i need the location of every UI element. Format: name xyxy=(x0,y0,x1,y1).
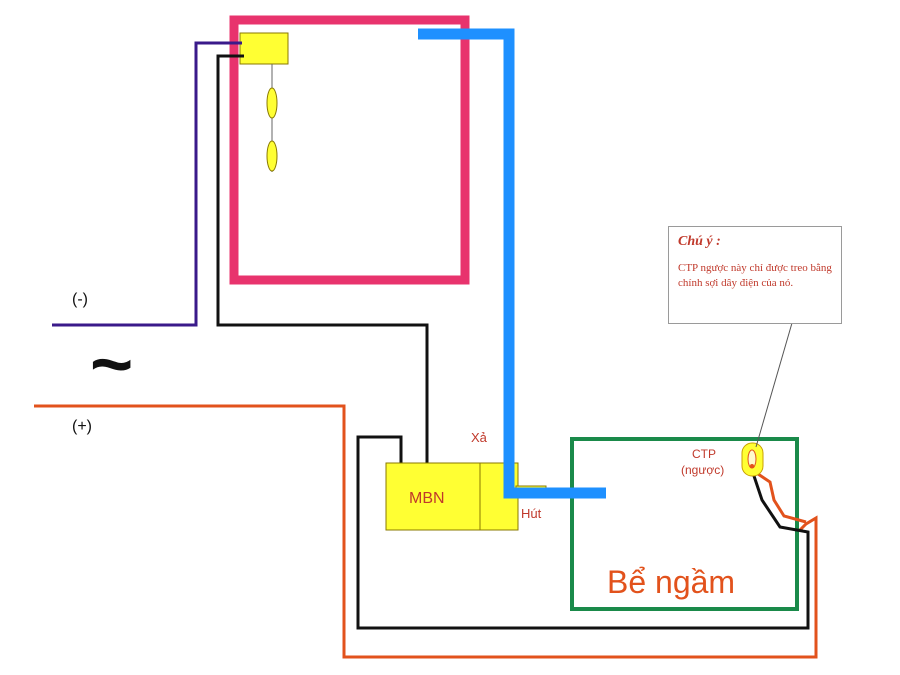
sensor-red-wire xyxy=(751,468,807,524)
ac-symbol: ~ xyxy=(90,322,134,405)
positive-label: (+) xyxy=(72,418,92,435)
float-to-pump-wire xyxy=(216,54,429,473)
positive-wire xyxy=(34,404,818,659)
pump-motor xyxy=(385,462,483,531)
underground-tank xyxy=(570,437,799,611)
roof-tank xyxy=(229,15,470,285)
float-upper xyxy=(266,87,278,119)
sensor-contact xyxy=(750,464,754,468)
water-pipe xyxy=(418,28,606,499)
float-lower xyxy=(266,140,278,172)
note-leader-line xyxy=(755,322,793,448)
discharge-label: Xả xyxy=(471,430,487,445)
tank-label: Bể ngầm xyxy=(607,564,736,600)
suction-label: Hút xyxy=(521,506,542,521)
negative-wire xyxy=(52,41,242,327)
sensor-sublabel: (ngược) xyxy=(681,463,725,477)
sensor-label: CTP xyxy=(692,447,716,461)
pump-label: MBN xyxy=(409,490,445,507)
note-callout: Chú ý : CTP ngược này chỉ được treo bằng… xyxy=(668,226,842,324)
pump-to-sensor-wire xyxy=(356,435,810,630)
float-switch-box xyxy=(239,32,289,65)
negative-label: (-) xyxy=(72,291,88,308)
note-body: CTP ngược này chỉ được treo bằng chính s… xyxy=(678,262,832,289)
note-title: Chú ý : xyxy=(678,234,721,249)
